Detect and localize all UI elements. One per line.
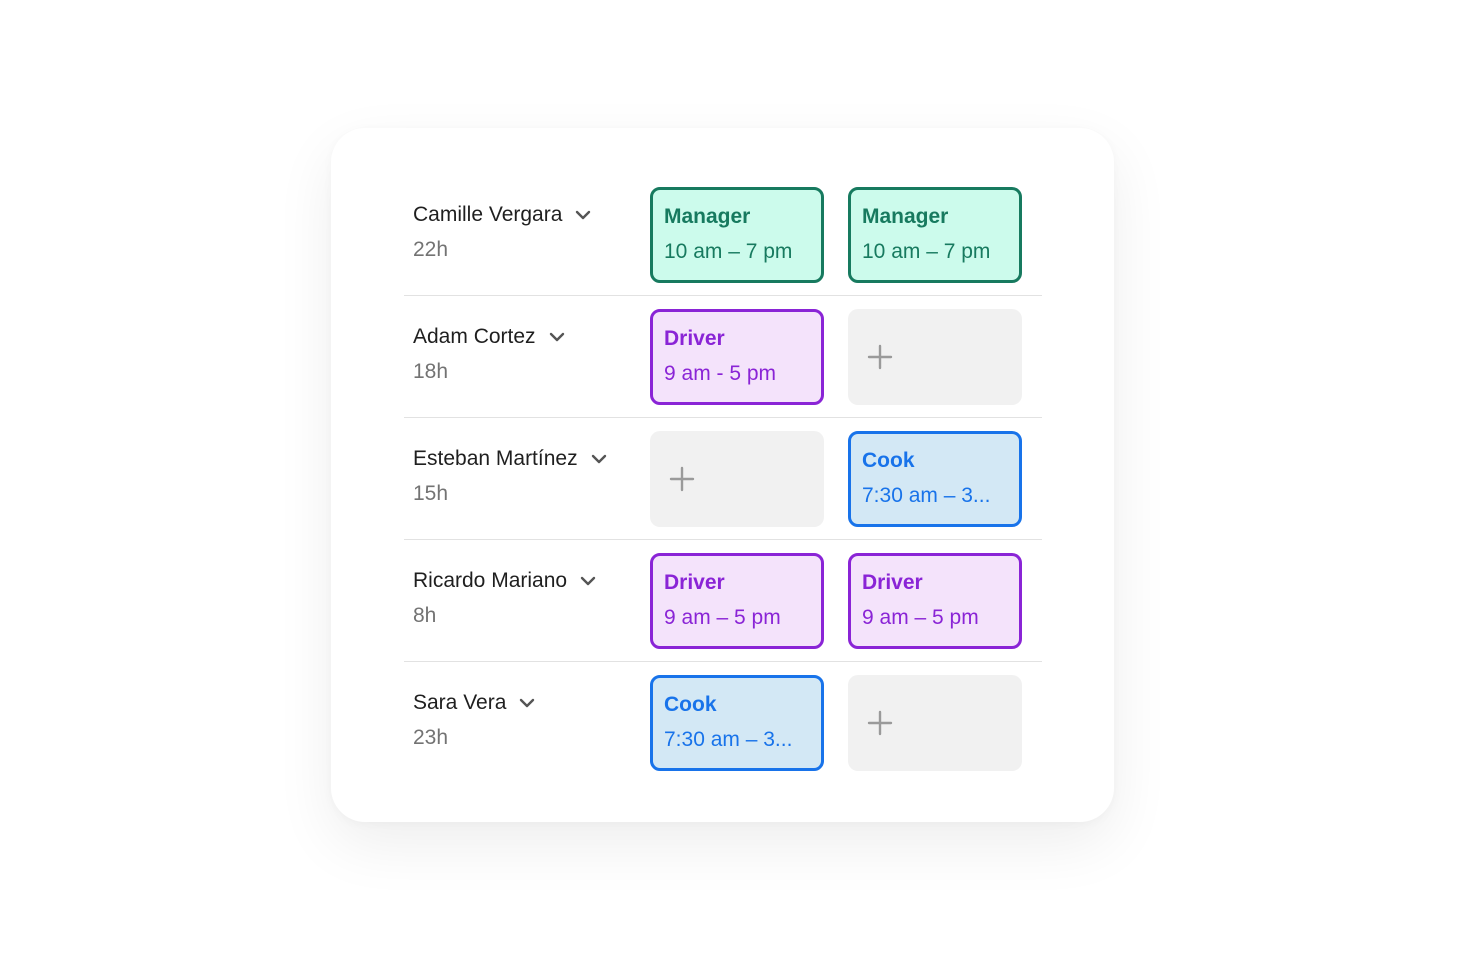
employee-hours: 8h: [413, 604, 437, 627]
shift-time: 10 am – 7 pm: [862, 240, 991, 263]
employee-name-toggle[interactable]: Sara Vera: [413, 690, 536, 716]
chevron-down-icon[interactable]: [590, 450, 608, 468]
employee-hours: 18h: [413, 360, 449, 383]
shift-time: 9 am - 5 pm: [664, 362, 777, 385]
employee-info: Esteban Martínez 15h: [413, 446, 608, 507]
employee-hours: 22h: [413, 238, 449, 261]
employee-name-toggle[interactable]: Adam Cortez: [413, 324, 566, 350]
shift-role: Driver: [862, 571, 923, 594]
employee-name: Camille Vergara: [413, 203, 563, 226]
employee-name-toggle[interactable]: Esteban Martínez: [413, 446, 608, 472]
employee-name: Ricardo Mariano: [413, 569, 568, 592]
employee-hours: 15h: [413, 482, 449, 505]
add-shift-button[interactable]: [848, 675, 1022, 771]
employee-name: Esteban Martínez: [413, 447, 578, 470]
shift-card[interactable]: Driver 9 am – 5 pm: [650, 553, 824, 649]
employee-info: Camille Vergara 22h: [413, 202, 592, 263]
shift-card[interactable]: Manager 10 am – 7 pm: [848, 187, 1022, 283]
add-shift-button[interactable]: [848, 309, 1022, 405]
employee-row: Adam Cortez 18h Driver 9 am - 5 pm: [404, 295, 1042, 428]
plus-icon: [867, 710, 893, 736]
chevron-down-icon[interactable]: [518, 694, 536, 712]
employee-hours: 23h: [413, 726, 449, 749]
shift-time: 7:30 am – 3...: [664, 728, 793, 751]
shift-role: Manager: [862, 205, 949, 228]
shift-role: Cook: [862, 449, 915, 472]
shift-time: 7:30 am – 3...: [862, 484, 991, 507]
plus-icon: [867, 344, 893, 370]
shift-time: 9 am – 5 pm: [862, 606, 979, 629]
shift-role: Cook: [664, 693, 717, 716]
shift-time: 9 am – 5 pm: [664, 606, 781, 629]
shift-role: Driver: [664, 571, 725, 594]
add-shift-button[interactable]: [650, 431, 824, 527]
employee-row: Sara Vera 23h Cook 7:30 am – 3...: [404, 661, 1042, 794]
chevron-down-icon[interactable]: [579, 572, 597, 590]
shift-card[interactable]: Manager 10 am – 7 pm: [650, 187, 824, 283]
employee-row: Esteban Martínez 15h Cook 7:30 am – 3...: [404, 417, 1042, 550]
employee-info: Adam Cortez 18h: [413, 324, 566, 385]
employee-name-toggle[interactable]: Ricardo Mariano: [413, 568, 597, 594]
employee-info: Ricardo Mariano 8h: [413, 568, 597, 629]
schedule-grid: Camille Vergara 22h Manager 10 am – 7 pm…: [404, 184, 1042, 794]
employee-name: Sara Vera: [413, 691, 507, 714]
shift-card[interactable]: Cook 7:30 am – 3...: [650, 675, 824, 771]
shift-role: Driver: [664, 327, 725, 350]
shift-card[interactable]: Driver 9 am – 5 pm: [848, 553, 1022, 649]
chevron-down-icon[interactable]: [548, 328, 566, 346]
plus-icon: [669, 466, 695, 492]
shift-role: Manager: [664, 205, 751, 228]
chevron-down-icon[interactable]: [574, 206, 592, 224]
shift-card[interactable]: Cook 7:30 am – 3...: [848, 431, 1022, 527]
employee-info: Sara Vera 23h: [413, 690, 536, 751]
employee-name: Adam Cortez: [413, 325, 536, 348]
employee-row: Ricardo Mariano 8h Driver 9 am – 5 pm Dr…: [404, 539, 1042, 672]
shift-card[interactable]: Driver 9 am - 5 pm: [650, 309, 824, 405]
shift-time: 10 am – 7 pm: [664, 240, 793, 263]
employee-row: Camille Vergara 22h Manager 10 am – 7 pm…: [404, 184, 1042, 306]
employee-name-toggle[interactable]: Camille Vergara: [413, 202, 592, 228]
